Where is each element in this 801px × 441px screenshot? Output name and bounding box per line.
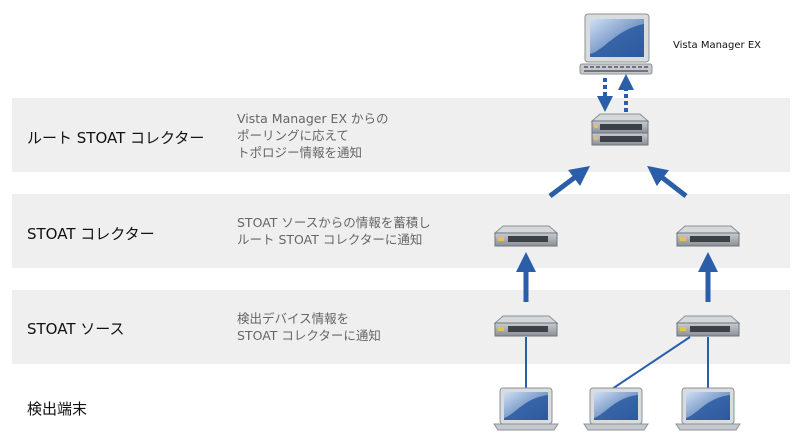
tier-band-root bbox=[12, 98, 790, 172]
tier-desc-collector-line: STOAT ソースからの情報を蓄積し bbox=[237, 215, 431, 230]
desktop-computer-icon bbox=[579, 13, 653, 75]
network-switch-icon bbox=[675, 225, 741, 247]
network-switch-icon bbox=[675, 315, 741, 337]
tier-desc-root-line: トポロジー情報を通知 bbox=[237, 145, 363, 160]
laptop-icon bbox=[583, 387, 649, 431]
tier-band-collector bbox=[12, 194, 790, 268]
tier-desc-collector-line: ルート STOAT コレクターに通知 bbox=[237, 232, 423, 247]
tier-label-endpoint: 検出端末 bbox=[27, 400, 88, 418]
tier-desc-source-line: 検出デバイス情報を bbox=[237, 311, 350, 326]
tier-desc-root-line: ポーリングに応えて bbox=[237, 128, 349, 143]
tier-label-source: STOAT ソース bbox=[27, 320, 125, 338]
tier-desc-collector: STOAT ソースからの情報を蓄積し ルート STOAT コレクターに通知 bbox=[237, 214, 431, 248]
tier-band-source bbox=[12, 290, 790, 364]
tier-desc-source-line: STOAT コレクターに通知 bbox=[237, 328, 381, 343]
collector-right-to-root-arrow bbox=[647, 165, 688, 198]
collector-left-to-root-arrow bbox=[548, 166, 590, 198]
laptop-icon bbox=[493, 387, 559, 431]
tier-desc-source: 検出デバイス情報を STOAT コレクターに通知 bbox=[237, 310, 381, 344]
laptop-icon bbox=[675, 387, 741, 431]
network-switch-icon bbox=[493, 225, 559, 247]
tier-desc-root: Vista Manager EX からの ポーリングに応えて トポロジー情報を通… bbox=[237, 110, 389, 161]
link-line bbox=[611, 336, 691, 390]
network-switch-icon bbox=[590, 113, 650, 146]
manager-label: Vista Manager EX bbox=[673, 40, 762, 51]
tier-label-root: ルート STOAT コレクター bbox=[27, 129, 205, 147]
tier-label-collector: STOAT コレクター bbox=[27, 225, 155, 243]
tier-desc-root-line: Vista Manager EX からの bbox=[237, 111, 389, 126]
network-switch-icon bbox=[493, 315, 559, 337]
